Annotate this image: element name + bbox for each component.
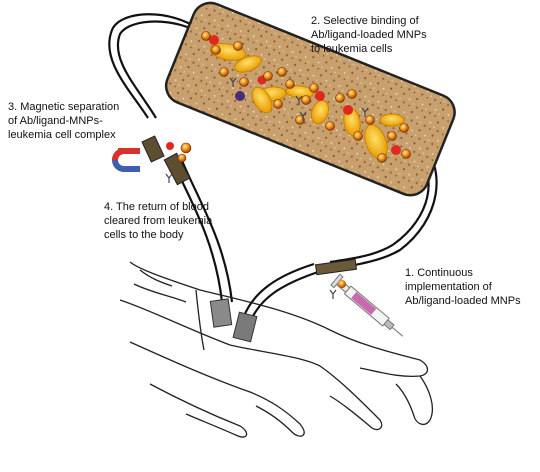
tube-connector-left-2 [163,152,191,186]
label-step-2-line-2: Ab/ligand-loaded MNPs [311,29,427,41]
label-step-1: 1. Continuous implementation of Ab/ligan… [405,266,521,308]
tube-lower-a [251,270,319,319]
label-step-4-line-3: cells to the body [104,229,184,241]
arm-cuff-left [209,298,233,328]
tube-upper-left-a [108,13,201,119]
label-step-2-line-3: to leukemia cells [311,43,393,55]
hand-arm-outline [119,261,434,438]
mnp-near-syringe [338,280,346,288]
label-step-4-line-2: cleared from leukemia [104,215,213,227]
purple-cell [235,91,245,101]
label-step-2: 2. Selective binding of Ab/ligand-loaded… [311,14,427,56]
label-step-3: 3. Magnetic separation of Ab/ligand-MNPs… [8,100,119,142]
label-step-2-line-1: 2. Selective binding of [311,15,419,27]
magnetic-nanoparticles [177,31,411,163]
label-step-4: 4. The return of blood cleared from leuk… [104,200,212,242]
label-step-3-line-2: of Ab/ligand-MNPs- [8,115,103,127]
tube-upper-left-b [116,20,207,119]
label-step-1-line-3: Ab/ligand-loaded MNPs [405,295,521,307]
magnet-icon [112,148,140,172]
label-step-3-line-1: 3. Magnetic separation [8,101,120,113]
label-step-1-line-2: implementation of [405,281,492,293]
tube-connector-right [314,258,358,276]
tube-connector-left [141,135,165,163]
tube-lower-b [242,262,315,317]
antibody-markers [165,77,369,299]
label-step-4-line-1: 4. The return of blood [104,201,209,213]
red-blood-cells [166,35,401,155]
label-step-3-line-3: leukemia cell complex [8,129,116,141]
label-step-1-line-1: 1. Continuous [405,267,473,279]
arm-cuff-right [232,311,258,343]
